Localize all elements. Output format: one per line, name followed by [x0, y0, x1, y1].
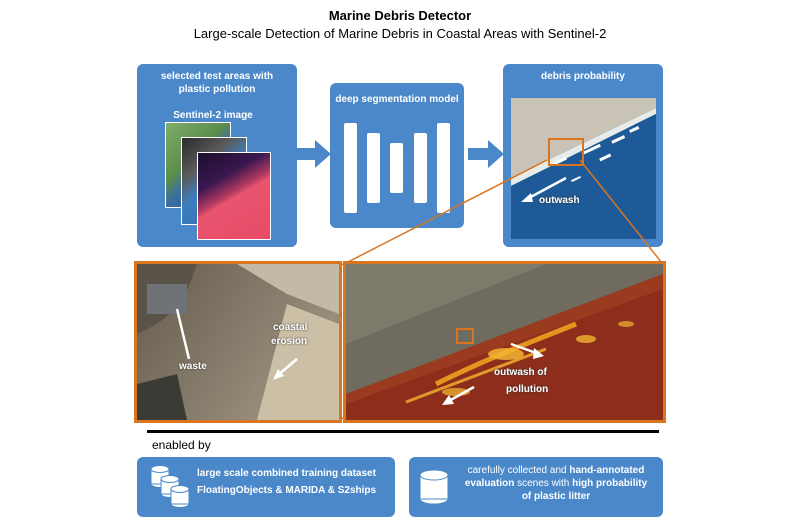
network-layer-3 [390, 143, 403, 193]
output-highlight-box [548, 138, 584, 166]
outwash-pollution-photo: outwash of pollution [343, 261, 666, 423]
pollution-label: pollution [506, 384, 549, 395]
network-layer-1 [344, 123, 357, 213]
network-layer-2 [367, 133, 380, 203]
network-layer-5 [437, 123, 450, 213]
evaluation-line1: carefully collected and hand-annotated [453, 464, 659, 477]
probability-map: outwash [511, 98, 656, 239]
evaluation-line3: of plastic litter [521, 491, 591, 502]
arrow-to-model [297, 140, 331, 168]
evaluation-line2-c: high probability [572, 478, 648, 489]
training-dataset-line2: FloatingObjects & MARIDA & S2ships [197, 485, 377, 496]
sentinel-layer-probability [197, 152, 271, 240]
test-areas-heading: selected test areas with plastic polluti… [137, 70, 297, 96]
evaluation-scenes-box: carefully collected and hand-annotated e… [409, 457, 663, 517]
arrow-to-output [468, 140, 504, 168]
probability-heading: debris probability [541, 71, 625, 82]
evaluation-line1-b: hand-annotated [569, 465, 645, 476]
test-areas-panel: selected test areas with plastic polluti… [137, 64, 297, 247]
database-icon [419, 469, 449, 505]
erosion-label: erosion [271, 336, 308, 347]
divider-line [147, 430, 659, 433]
evaluation-line2-a: evaluation [464, 478, 515, 489]
network-layer-4 [414, 133, 427, 203]
outwash-of-label: outwash of [494, 367, 547, 378]
evaluation-line1-a: carefully collected and [467, 465, 567, 476]
waste-label: waste [179, 361, 207, 372]
diagram-title: Marine Debris Detector [328, 8, 472, 23]
diagram-subtitle: Large-scale Detection of Marine Debris i… [193, 26, 607, 41]
detail-highlight-box [456, 328, 474, 344]
model-panel: deep segmentation model [330, 83, 464, 228]
evaluation-scenes-text: carefully collected and hand-annotated e… [453, 464, 659, 503]
test-areas-heading-line1: selected test areas with [160, 71, 274, 82]
evaluation-line2: evaluation scenes with high probability [453, 477, 659, 490]
coastal-label: coastal [273, 322, 308, 333]
probability-panel: debris probability outwash [503, 64, 663, 247]
model-heading: deep segmentation model [335, 94, 459, 105]
training-dataset-text: large scale combined training dataset Fl… [197, 467, 393, 497]
training-dataset-box: large scale combined training dataset Fl… [137, 457, 395, 517]
sentinel-image-label: Sentinel-2 image [173, 110, 253, 121]
evaluation-line2-b: scenes with [517, 478, 570, 489]
training-dataset-line1: large scale combined training dataset [197, 468, 376, 479]
outwash-label: outwash [539, 195, 580, 206]
test-areas-heading-line2: plastic pollution [178, 84, 256, 95]
enabled-by-label: enabled by [152, 438, 211, 452]
waste-erosion-photo: waste coastal erosion [134, 261, 342, 423]
database-stack-icon [150, 465, 190, 508]
